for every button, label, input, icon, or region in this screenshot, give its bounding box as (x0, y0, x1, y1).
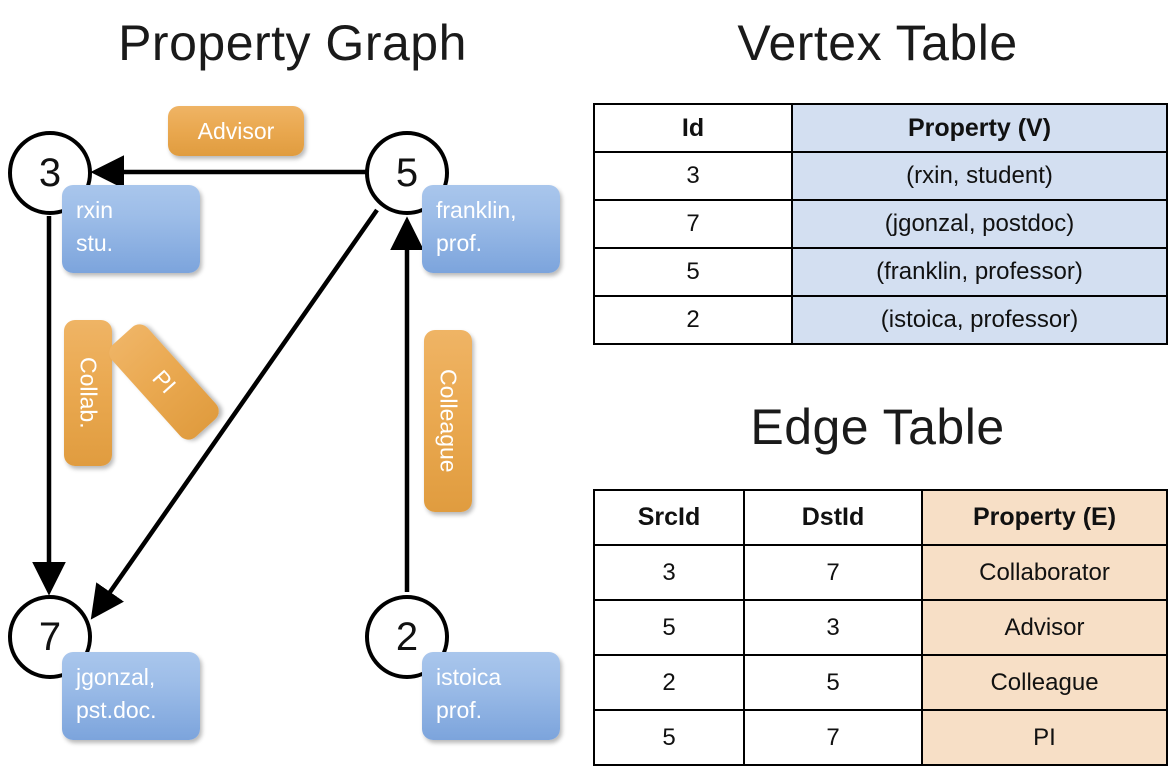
edge-row-0-property: Collaborator (921, 544, 1168, 601)
graph-edges-layer (32, 155, 424, 620)
property-graph-diagram: 3 5 7 2 rxin stu. franklin, prof. jgonza… (0, 0, 585, 760)
table-row[interactable]: 5 3 Advisor (593, 599, 1168, 656)
node-property-rxin-line2: stu. (76, 230, 114, 257)
edge-table-header-dstid: DstId (743, 489, 923, 546)
edge-label-collab-text: Collab. (75, 357, 102, 429)
vertex-row-2-id: 5 (593, 247, 793, 297)
edge-row-2-src: 2 (593, 654, 745, 711)
graph-node-2-label: 2 (395, 614, 419, 659)
node-property-box-rxin: rxin stu. (62, 185, 200, 273)
vertex-table: Id Property (V) 3 (rxin, student) 7 (jgo… (593, 103, 1168, 345)
edge-row-3-src: 5 (593, 709, 745, 766)
edge-row-3-property: PI (921, 709, 1168, 766)
node-property-istoica-line1: istoica (436, 664, 502, 690)
graph-node-2[interactable]: 2 (365, 595, 449, 679)
node-property-rxin-line1: rxin (76, 197, 114, 223)
node-property-box-istoica: istoica prof. (422, 652, 560, 740)
table-row[interactable]: 3 (rxin, student) (593, 151, 1168, 201)
edge-row-1-dst: 3 (743, 599, 923, 656)
vertex-row-3-id: 2 (593, 295, 793, 345)
edge-row-2-property: Colleague (921, 654, 1168, 711)
edge-row-3-dst: 7 (743, 709, 923, 766)
vertex-row-0-id: 3 (593, 151, 793, 201)
edge-table: SrcId DstId Property (E) 3 7 Collaborato… (593, 489, 1168, 766)
edge-label-pi-text: PI (147, 364, 182, 399)
graph-edge-pi (90, 208, 379, 620)
edge-row-1-property: Advisor (921, 599, 1168, 656)
graph-node-3-label: 3 (38, 150, 62, 195)
page-title-edge-table: Edge Table (750, 399, 1005, 455)
table-row[interactable]: 3 7 Collaborator (593, 544, 1168, 601)
edge-row-0-dst: 7 (743, 544, 923, 601)
node-property-box-jgonzal: jgonzal, pst.doc. (62, 652, 200, 740)
node-property-jgonzal-line1: jgonzal, (76, 664, 156, 690)
edge-label-advisor-text: Advisor (197, 117, 275, 144)
node-property-jgonzal-line2: pst.doc. (76, 697, 157, 724)
edge-label-box-colleague: Colleague (424, 330, 472, 512)
vertex-row-1-property: (jgonzal, postdoc) (791, 199, 1168, 249)
edge-label-colleague-text: Colleague (435, 369, 462, 473)
node-property-box-franklin: franklin, prof. (422, 185, 560, 273)
edge-row-2-dst: 5 (743, 654, 923, 711)
page-title-vertex-table: Vertex Table (737, 15, 1018, 71)
vertex-row-2-property: (franklin, professor) (791, 247, 1168, 297)
vertex-row-1-id: 7 (593, 199, 793, 249)
edge-row-0-src: 3 (593, 544, 745, 601)
table-row[interactable]: 2 5 Colleague (593, 654, 1168, 711)
graph-node-5-label: 5 (395, 150, 419, 195)
graph-node-7-label: 7 (38, 614, 62, 659)
vertex-table-header-id: Id (593, 103, 793, 153)
edge-label-box-advisor: Advisor (168, 106, 304, 156)
vertex-table-header-property: Property (V) (791, 103, 1168, 153)
table-row[interactable]: 2 (istoica, professor) (593, 295, 1168, 345)
edge-table-header-property: Property (E) (921, 489, 1168, 546)
table-row[interactable]: 7 (jgonzal, postdoc) (593, 199, 1168, 249)
table-row[interactable]: 5 7 PI (593, 709, 1168, 766)
vertex-row-0-property: (rxin, student) (791, 151, 1168, 201)
node-property-franklin-line2: prof. (436, 230, 483, 257)
vertex-table-header-row: Id Property (V) (593, 103, 1168, 153)
edge-table-header-row: SrcId DstId Property (E) (593, 489, 1168, 546)
node-property-franklin-line1: franklin, (436, 197, 517, 223)
edge-label-box-collab: Collab. (64, 320, 112, 466)
page-title-property-graph: Property Graph (118, 15, 467, 71)
edge-row-1-src: 5 (593, 599, 745, 656)
edge-table-header-srcid: SrcId (593, 489, 745, 546)
node-property-istoica-line2: prof. (436, 697, 483, 724)
table-row[interactable]: 5 (franklin, professor) (593, 247, 1168, 297)
vertex-row-3-property: (istoica, professor) (791, 295, 1168, 345)
graph-node-5[interactable]: 5 (365, 131, 449, 215)
